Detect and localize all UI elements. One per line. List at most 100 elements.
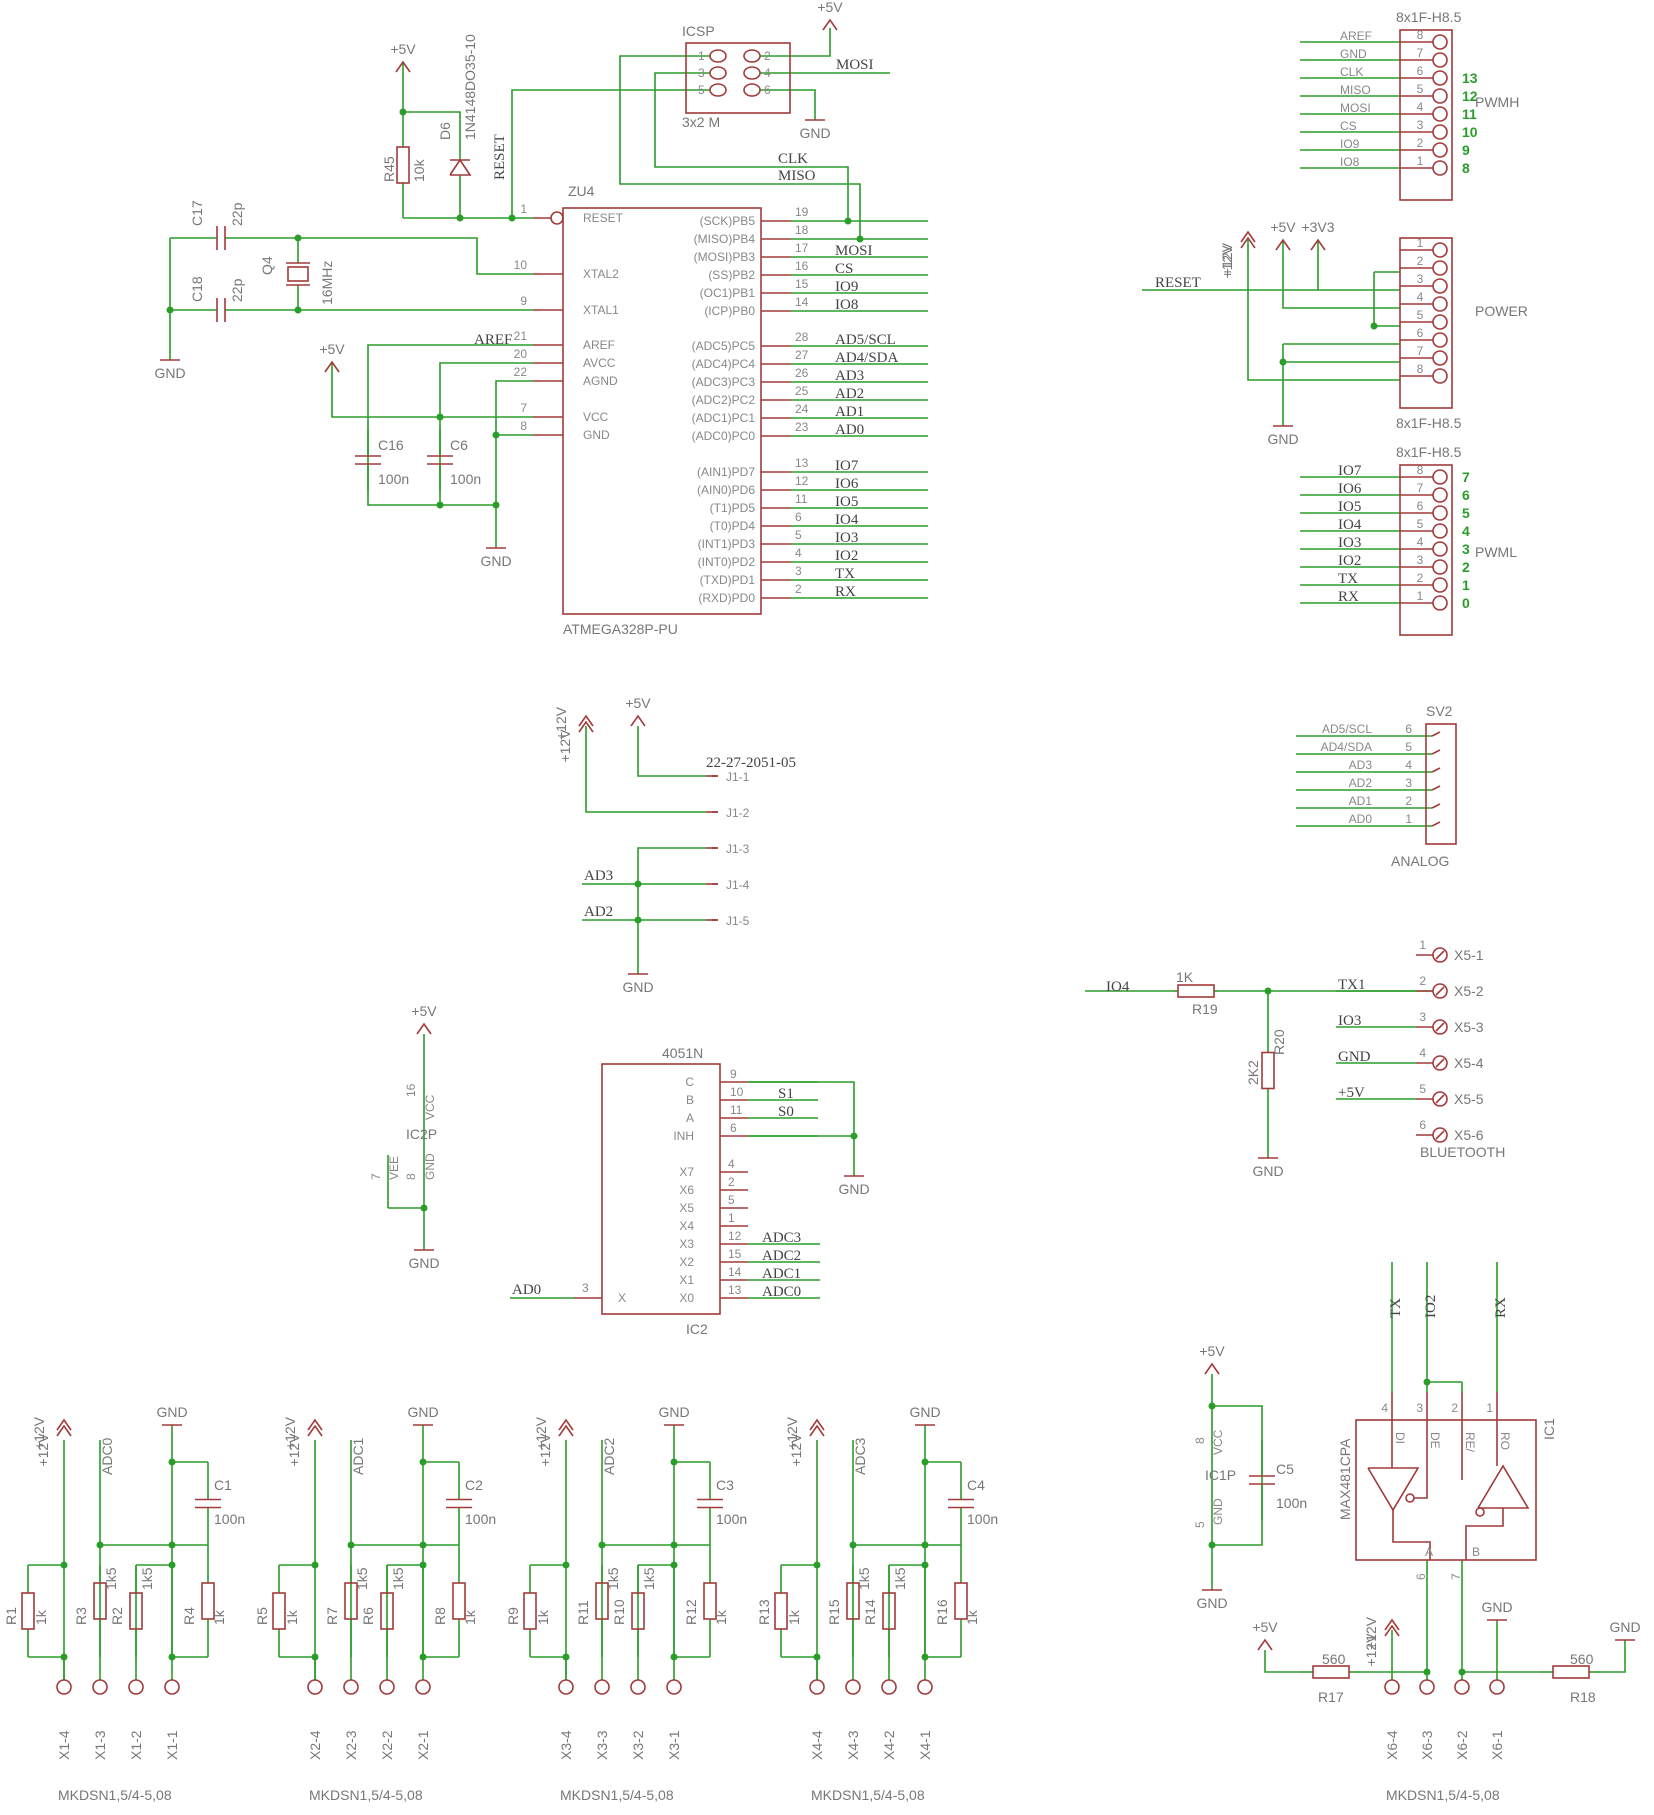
- pwmh-body: [1399, 29, 1453, 201]
- input3-rd-value: 1k: [713, 1609, 729, 1625]
- icsp-pin: [743, 83, 761, 97]
- input2-rd-name: R8: [432, 1607, 448, 1625]
- bt-io4: IO4: [1106, 979, 1130, 995]
- r45-body: [396, 146, 410, 184]
- junction-dot: [1458, 1668, 1466, 1676]
- mux-pin-label: X0: [679, 1291, 694, 1305]
- bt-pin-num: 2: [1419, 974, 1426, 988]
- input4-terminal: [917, 1679, 933, 1695]
- mcu-pin-label: (ADC3)PC3: [692, 375, 756, 389]
- icsp-pin-num: 2: [764, 49, 771, 63]
- wire: [585, 726, 706, 813]
- pwml-arduino-digit: 2: [1462, 559, 1470, 575]
- input3-12v-label: +12V: [533, 1416, 549, 1450]
- input1-ra: [21, 1592, 35, 1630]
- icsp-name: ICSP: [682, 23, 715, 39]
- mcu-pin-label: (SS)PB2: [708, 268, 755, 282]
- input4-adc-label: ADC3: [852, 1437, 868, 1475]
- mcu-pin-num: 6: [795, 510, 802, 524]
- junction-dot: [670, 1541, 678, 1549]
- input4-ra-name: R13: [756, 1599, 772, 1625]
- mux-body: [601, 1063, 721, 1315]
- reset-supply-label: +5V: [390, 41, 416, 57]
- input4-rc-name: R14: [862, 1599, 878, 1625]
- ic2p-5v: [416, 1022, 432, 1035]
- power-pin: [1432, 368, 1448, 384]
- mux-pin-label: C: [685, 1075, 694, 1089]
- pwml-pin-num: 4: [1417, 535, 1424, 549]
- pwmh-pin-num: 7: [1417, 46, 1424, 60]
- reset-supply: [395, 60, 411, 73]
- input1-adc-label: ADC0: [99, 1437, 115, 1475]
- mcu-pin-label: (ADC0)PC0: [692, 429, 756, 443]
- power-5v-label: +5V: [1270, 219, 1296, 235]
- mux-x-num: 3: [582, 1281, 589, 1295]
- input3-terminal: [594, 1679, 610, 1695]
- junction-dot: [294, 234, 302, 242]
- wire: [748, 1081, 855, 1136]
- mcu-pin-num: 23: [795, 420, 809, 434]
- max481-internal: [1414, 1420, 1428, 1499]
- pwml-arduino-digit: 6: [1462, 487, 1470, 503]
- input1-rd: [201, 1582, 215, 1620]
- wire: [1602, 1640, 1626, 1673]
- ic2p-pin7: 7: [369, 1173, 383, 1180]
- input2-rd-value: 1k: [462, 1609, 478, 1625]
- mux-net: ADC3: [762, 1230, 801, 1246]
- junction-dot: [844, 217, 852, 225]
- mux-net: ADC2: [762, 1248, 801, 1264]
- input1-rb-name: R3: [73, 1607, 89, 1625]
- input3-12v: [558, 1424, 574, 1437]
- sv2-pin: [1431, 731, 1441, 737]
- mux-pin-num: 15: [728, 1247, 742, 1261]
- input3-terminal-label: X3-2: [630, 1730, 646, 1760]
- power-pin-num: 5: [1417, 308, 1424, 322]
- input4-12v: [809, 1424, 825, 1437]
- mcu-pin-label: (ADC5)PC5: [692, 339, 756, 353]
- mcu-pin-label: (MISO)PB4: [694, 232, 756, 246]
- net-miso: MISO: [778, 168, 816, 184]
- input2-rb-value: 1k5: [354, 1567, 370, 1590]
- power-5v: [1275, 238, 1291, 251]
- mcu-pin-label: (AIN1)PD7: [697, 465, 755, 479]
- input4-c-value: 100n: [967, 1511, 998, 1527]
- input3-12v-label: +12V: [537, 1433, 553, 1467]
- mcu-pin-label: XTAL2: [583, 267, 619, 281]
- j1-pin-label: J1-5: [726, 914, 750, 928]
- labels: ZU4ATMEGA328P-PU1RESET10XTAL29XTAL121ARE…: [3, 0, 1641, 1803]
- pwml-pin-num: 1: [1417, 589, 1424, 603]
- r17-name: R17: [1318, 1689, 1344, 1705]
- wire: [760, 28, 831, 57]
- input1-rb: [93, 1582, 107, 1620]
- mcu-pin-num: 1: [520, 202, 527, 216]
- rs485-terminal: [1384, 1679, 1400, 1695]
- input2-terminal-label: X2-1: [415, 1730, 431, 1760]
- input4-terminal: [881, 1679, 897, 1695]
- power-pin: [1432, 242, 1448, 258]
- mcu-body: [562, 207, 762, 615]
- mcu-pin-num: 10: [514, 258, 528, 272]
- wire: [760, 89, 816, 112]
- input4-rc-value: 1k5: [892, 1567, 908, 1590]
- mcu-pin-label: (TXD)PD1: [700, 573, 756, 587]
- mcu-pin-label: (INT1)PD3: [698, 537, 756, 551]
- input3-rb: [595, 1582, 609, 1620]
- wire: [619, 55, 861, 239]
- c16-name: C16: [378, 437, 404, 453]
- junction-dot: [168, 1541, 176, 1549]
- pwmh-name: PWMH: [1475, 94, 1519, 110]
- mux-pin-label: X1: [679, 1273, 694, 1287]
- pwml-pin-label: IO7: [1338, 463, 1362, 479]
- mux-net: ADC0: [762, 1284, 801, 1300]
- input3-c-value: 100n: [716, 1511, 747, 1527]
- pwmh-pin: [1432, 34, 1448, 50]
- mcu-pin-num: 9: [520, 294, 527, 308]
- input3-rc: [631, 1592, 645, 1630]
- input3-terminal: [630, 1679, 646, 1695]
- mcu-pin-num: 17: [795, 241, 809, 255]
- mcu-net-label: AD3: [835, 368, 864, 384]
- q4-name: Q4: [259, 256, 275, 275]
- input4-rd: [954, 1582, 968, 1620]
- j1-pin-label: J1-1: [726, 770, 750, 784]
- input2-12v: [307, 1424, 323, 1437]
